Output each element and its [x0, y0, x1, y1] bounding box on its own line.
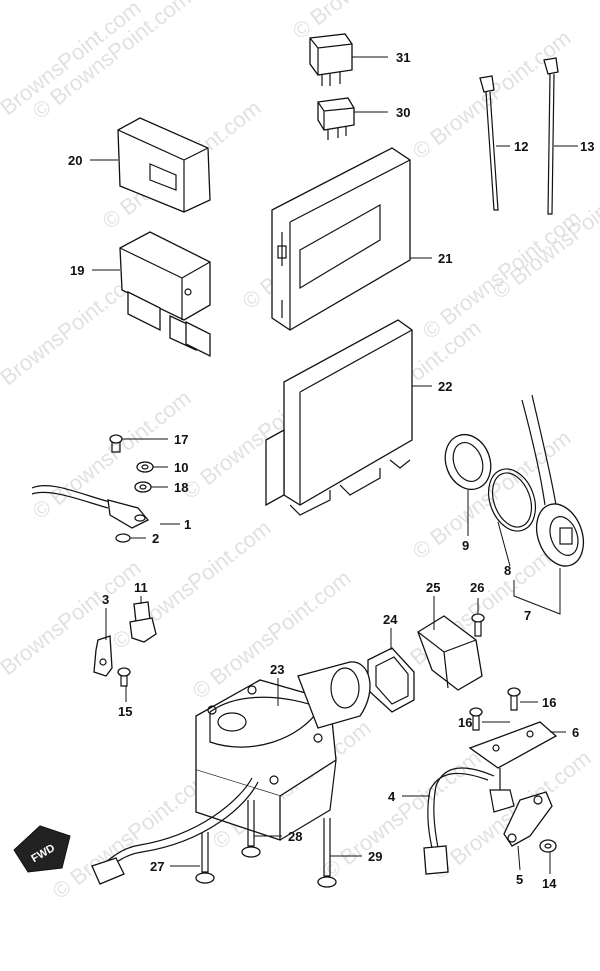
callout-5: 5	[516, 872, 523, 887]
callout-15: 15	[118, 704, 132, 719]
part-bracket-3	[93, 635, 113, 677]
callout-1: 1	[184, 517, 191, 532]
callout-17: 17	[174, 432, 188, 447]
part-washer-10	[136, 461, 154, 473]
callout-9: 9	[462, 538, 469, 553]
callout-labels: 31 30 20 12 13 19 21 22 17 10 18 1 2 9 8…	[68, 50, 594, 891]
part-bracket-21	[271, 147, 411, 331]
callout-14: 14	[542, 876, 557, 891]
part-nut-14	[539, 839, 557, 853]
part-bolt-27	[195, 832, 215, 884]
callout-24: 24	[383, 612, 398, 627]
part-cable-tie-12	[479, 75, 499, 211]
part-cover-25	[417, 615, 483, 691]
callout-13: 13	[580, 139, 594, 154]
callout-12: 12	[514, 139, 528, 154]
callout-3: 3	[102, 592, 109, 607]
part-screw-16a	[469, 707, 483, 731]
fwd-arrow-icon: FWD	[13, 825, 71, 873]
part-sensor-1	[31, 485, 150, 529]
part-sensor-11	[129, 601, 157, 643]
part-washer-18	[134, 481, 152, 493]
part-relay-31	[309, 33, 353, 86]
callout-19: 19	[70, 263, 84, 278]
callout-23: 23	[270, 662, 284, 677]
watermark-text: © BrownsPoint.com	[48, 765, 216, 904]
callout-16b: 16	[542, 695, 556, 710]
callout-16a: 16	[458, 715, 472, 730]
callout-31: 31	[396, 50, 410, 65]
callout-11: 11	[134, 580, 148, 595]
part-plate-6	[468, 721, 558, 769]
callout-21: 21	[438, 251, 452, 266]
watermark-text: © BrownsPoint.com	[0, 0, 146, 134]
callout-8: 8	[504, 563, 511, 578]
part-harness-4	[423, 767, 515, 875]
callout-27: 27	[150, 859, 164, 874]
callout-29: 29	[368, 849, 382, 864]
callout-10: 10	[174, 460, 188, 475]
part-cover-20	[117, 117, 211, 213]
callout-18: 18	[174, 480, 188, 495]
leader-lines	[90, 56, 578, 874]
watermark-text: © BrownsPoint.com	[408, 25, 576, 164]
callout-6: 6	[572, 725, 579, 740]
part-relay-30	[317, 97, 355, 140]
callout-2: 2	[152, 531, 159, 546]
callout-30: 30	[396, 105, 410, 120]
part-meter-7	[521, 394, 585, 567]
part-oring-2	[115, 533, 131, 543]
part-cable-tie-13	[543, 57, 559, 215]
part-junction-19	[119, 231, 211, 358]
part-screw-16b	[507, 687, 521, 711]
part-screw-15	[117, 667, 131, 687]
callout-7: 7	[524, 608, 531, 623]
part-actuator-23	[91, 661, 371, 885]
callout-22: 22	[438, 379, 452, 394]
callout-20: 20	[68, 153, 82, 168]
part-ring-9	[444, 433, 492, 491]
callout-4: 4	[388, 789, 396, 804]
part-bolt-29	[317, 818, 337, 888]
part-ecu-22	[265, 319, 413, 516]
part-oring-8	[488, 468, 536, 532]
part-bolt-28	[241, 800, 261, 858]
callout-26: 26	[470, 580, 484, 595]
callout-28: 28	[288, 829, 302, 844]
callout-25: 25	[426, 580, 440, 595]
part-lever-5	[503, 791, 553, 847]
